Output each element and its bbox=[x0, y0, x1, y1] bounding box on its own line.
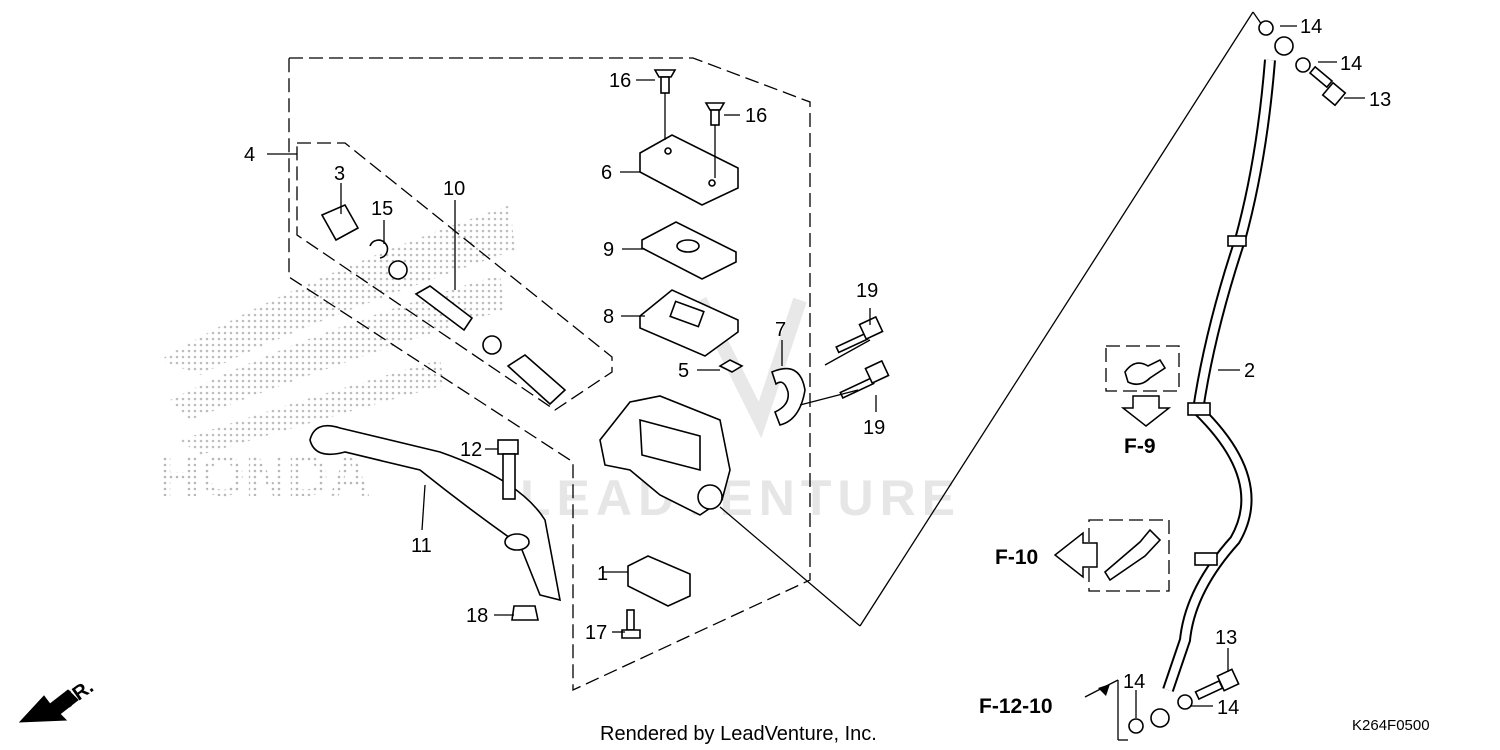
washer-14-e bbox=[1177, 694, 1193, 710]
callout-2: 2 bbox=[1244, 360, 1255, 382]
callout-17: 17 bbox=[585, 622, 607, 644]
callout-9: 9 bbox=[603, 239, 614, 261]
reservoir-cover-6 bbox=[639, 134, 739, 206]
cup-10 bbox=[482, 335, 502, 355]
spring-10 bbox=[506, 354, 567, 406]
master-cylinder-assembly-outline bbox=[288, 57, 811, 692]
reference-f12: F-12-10 bbox=[979, 695, 1053, 718]
callout-15: 15 bbox=[371, 198, 393, 220]
screw-16-right bbox=[704, 102, 726, 126]
reference-arrow-left-icon bbox=[1053, 531, 1098, 579]
hose-eye-bottom bbox=[1150, 708, 1170, 728]
callout-1: 1 bbox=[597, 563, 608, 585]
callout-16-top: 16 bbox=[609, 70, 631, 92]
grommet-lower bbox=[1187, 402, 1211, 416]
hose-clamp-inset bbox=[1124, 358, 1167, 386]
oil-bolt-13-bottom bbox=[1194, 668, 1240, 701]
bolt-19-top bbox=[835, 315, 884, 354]
front-direction-arrow-icon bbox=[18, 689, 79, 723]
leader-arrowhead bbox=[1098, 684, 1110, 696]
washer-14-a bbox=[1258, 20, 1274, 36]
callout-14-top-b: 14 bbox=[1340, 53, 1362, 75]
brake-lever-11 bbox=[309, 424, 562, 602]
callout-14-top-a: 14 bbox=[1300, 16, 1322, 38]
float-5 bbox=[718, 359, 744, 373]
screw-16-top bbox=[653, 69, 677, 94]
leadventure-watermark: LEADVENTURE bbox=[520, 470, 961, 526]
callout-14-bottom-b: 14 bbox=[1217, 697, 1239, 719]
callout-11: 11 bbox=[411, 535, 432, 557]
washer-10 bbox=[388, 260, 408, 280]
leader-lines bbox=[267, 25, 1365, 741]
clamp-inset-outline bbox=[1105, 345, 1180, 392]
callout-12: 12 bbox=[460, 439, 482, 461]
part-code: K264F0500 bbox=[1352, 717, 1430, 734]
boot-3 bbox=[320, 203, 360, 242]
nut-18 bbox=[511, 605, 539, 621]
callout-19-top: 19 bbox=[856, 280, 878, 302]
pivot-bolt-12 bbox=[497, 439, 519, 500]
callout-5: 5 bbox=[678, 360, 689, 382]
washer-14-c bbox=[1295, 57, 1311, 73]
reference-arrow-down-icon bbox=[1120, 395, 1172, 427]
callout-13-top: 13 bbox=[1369, 89, 1391, 111]
grommet-upper bbox=[1227, 235, 1247, 247]
callout-3: 3 bbox=[334, 163, 345, 185]
assembly-outlines bbox=[288, 57, 1180, 692]
grommet-bottom bbox=[1194, 552, 1218, 566]
washer-14-b bbox=[1274, 36, 1294, 56]
callout-8: 8 bbox=[603, 306, 614, 328]
callout-19-bottom: 19 bbox=[863, 417, 885, 439]
stay-inset-outline bbox=[1088, 519, 1170, 592]
piston-10 bbox=[414, 285, 474, 332]
circlip-15 bbox=[369, 239, 389, 259]
oil-bolt-13-top bbox=[1308, 65, 1347, 107]
stop-switch-1 bbox=[627, 555, 691, 607]
callout-18: 18 bbox=[466, 605, 488, 627]
reference-f10: F-10 bbox=[995, 546, 1038, 569]
holder-7 bbox=[771, 367, 806, 426]
footer-credit: Rendered by LeadVenture, Inc. bbox=[600, 723, 877, 745]
honda-wordmark-watermark: HONDA bbox=[158, 444, 371, 509]
callout-4: 4 bbox=[244, 144, 255, 166]
connection-lines bbox=[719, 11, 1263, 627]
screw-17 bbox=[621, 609, 641, 639]
reference-f9: F-9 bbox=[1124, 435, 1156, 458]
callout-14-bottom-a: 14 bbox=[1123, 671, 1145, 693]
callout-13-bottom: 13 bbox=[1215, 627, 1237, 649]
washer-14-d bbox=[1128, 718, 1144, 734]
callout-10: 10 bbox=[443, 178, 465, 200]
callout-16-right: 16 bbox=[745, 105, 767, 127]
piston-kit-outline bbox=[296, 142, 613, 411]
callout-7: 7 bbox=[775, 319, 786, 341]
hose-stay-inset bbox=[1103, 528, 1162, 582]
callout-6: 6 bbox=[601, 162, 612, 184]
honda-wing-watermark bbox=[160, 205, 515, 455]
